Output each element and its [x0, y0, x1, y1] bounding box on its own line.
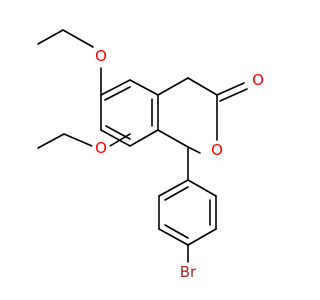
- bond: [187, 77, 218, 96]
- bond: [129, 79, 159, 96]
- atom-background: [208, 141, 226, 159]
- molecule-drawing: O O O O Br: [37, 29, 267, 281]
- bond: [104, 86, 131, 101]
- bond: [187, 179, 217, 197]
- bond: [158, 228, 189, 246]
- carbonyl-oxygen-atom-label: O: [252, 71, 264, 89]
- bond: [216, 82, 245, 96]
- structure-diagram: O O O O Br: [37, 29, 267, 281]
- atom-background: [249, 71, 267, 89]
- bond: [158, 179, 189, 197]
- bromine-atom-label: Br: [180, 263, 197, 281]
- bond: [62, 29, 94, 48]
- oxygen-atom-label: O: [95, 47, 107, 65]
- bond: [157, 77, 189, 96]
- bond: [100, 79, 131, 96]
- bond: [37, 29, 64, 45]
- atom-background: [92, 47, 110, 65]
- oxygen-atom-label: O: [95, 139, 107, 157]
- bond: [157, 129, 189, 148]
- bond: [187, 228, 217, 246]
- atom-background: [174, 263, 202, 281]
- atom-background: [92, 139, 110, 157]
- bond: [63, 133, 93, 147]
- bond: [37, 133, 65, 149]
- bond: [100, 129, 131, 147]
- bond: [187, 146, 201, 154]
- bond: [164, 224, 189, 239]
- ring-oxygen-atom-label: O: [211, 141, 223, 159]
- bond: [129, 129, 159, 147]
- bond: [164, 186, 189, 201]
- bond: [219, 88, 248, 102]
- bond: [105, 125, 131, 140]
